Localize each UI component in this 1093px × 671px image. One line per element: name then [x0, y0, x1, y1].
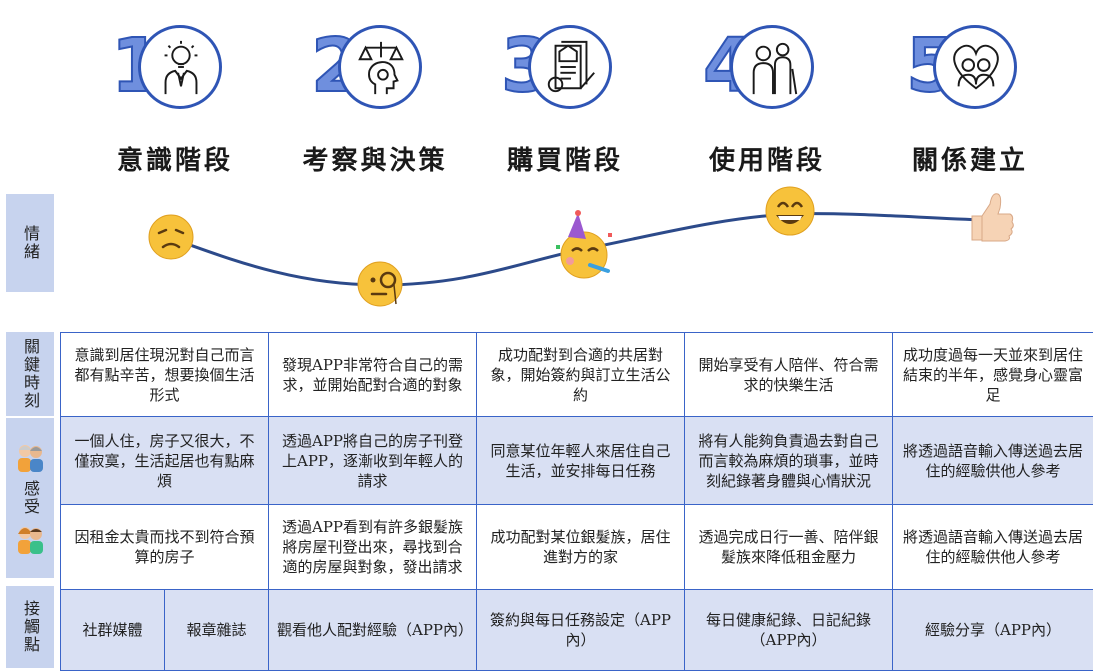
side-label-text: 感受: [20, 480, 40, 516]
table-row-key-moments: 意識到居住現況對自己而言都有點辛苦，想要換個生活形式 發現APP非常符合自己的需…: [61, 333, 1093, 417]
table-cell: 觀看他人配對經驗（APP內）: [269, 590, 477, 671]
table-cell: 將透過語音輸入傳送過去居住的經驗供他人參考: [893, 417, 1093, 505]
table-cell: 同意某位年輕人來居住自己生活，並安排每日任務: [477, 417, 685, 505]
emotion-journey: [0, 0, 1093, 320]
journey-table: 意識到居住現況對自己而言都有點辛苦，想要換個生活形式 發現APP非常符合自己的需…: [60, 332, 1093, 671]
table-cell: 一個人住，房子又很大，不僅寂寞，生活起居也有點麻煩: [61, 417, 269, 505]
thumbs-up-icon: [972, 194, 1013, 241]
table-row-touchpoints: 社群媒體 報章雜誌 觀看他人配對經驗（APP內） 簽約與每日任務設定（APP內）…: [61, 590, 1093, 671]
table-cell: 將有人能夠負責過去對自己而言較為麻煩的瑣事，並時刻紀錄著身體與心情狀況: [685, 417, 893, 505]
young-avatars-icon: [15, 524, 45, 554]
table-cell: 透過完成日行一善、陪伴銀髮族來降低租金壓力: [685, 505, 893, 590]
grinning-face-icon: [766, 187, 814, 235]
table-cell: 將透過語音輸入傳送過去居住的經驗供他人參考: [893, 505, 1093, 590]
table-cell: 因租金太貴而找不到符合預算的房子: [61, 505, 269, 590]
side-label-touchpoints: 接觸點: [6, 586, 54, 668]
side-label-emotion: 情緒: [6, 194, 54, 292]
side-label-text: 關鍵時刻: [20, 338, 40, 410]
table-cell: 意識到居住現況對自己而言都有點辛苦，想要換個生活形式: [61, 333, 269, 417]
table-cell: 經驗分享（APP內）: [893, 590, 1093, 671]
side-label-text: 接觸點: [20, 600, 40, 654]
table-cell: 每日健康紀錄、日記紀錄（APP內）: [685, 590, 893, 671]
table-cell: 成功配對到合適的共居對象，開始簽約與訂立生活公約: [477, 333, 685, 417]
table-cell: 成功度過每一天並來到居住結束的半年，感覺身心靈富足: [893, 333, 1093, 417]
side-label-text: 情緒: [20, 225, 40, 261]
side-label-key-moments: 關鍵時刻: [6, 332, 54, 416]
partying-face-icon: [556, 210, 612, 278]
elderly-avatars-icon: [15, 442, 45, 472]
side-label-feelings: 感受: [6, 418, 54, 578]
table-cell: 透過APP看到有許多銀髮族將房屋刊登出來，尋找到合適的房屋與對象，發出請求: [269, 505, 477, 590]
touchpoint-print-media: 報章雜誌: [165, 590, 268, 670]
table-cell: 開始享受有人陪伴、符合需求的快樂生活: [685, 333, 893, 417]
table-row-feelings-elderly: 一個人住，房子又很大，不僅寂寞，生活起居也有點麻煩 透過APP將自己的房子刊登上…: [61, 417, 1093, 505]
table-cell: 發現APP非常符合自己的需求，並開始配對合適的對象: [269, 333, 477, 417]
monocle-face-icon: [358, 262, 402, 306]
disappointed-face-icon: [149, 215, 193, 259]
table-cell-split: 社群媒體 報章雜誌: [61, 590, 269, 671]
table-cell: 簽約與每日任務設定（APP內）: [477, 590, 685, 671]
table-row-feelings-young: 因租金太貴而找不到符合預算的房子 透過APP看到有許多銀髮族將房屋刊登出來，尋找…: [61, 505, 1093, 590]
touchpoint-social-media: 社群媒體: [61, 590, 165, 670]
table-cell: 透過APP將自己的房子刊登上APP，逐漸收到年輕人的請求: [269, 417, 477, 505]
table-cell: 成功配對某位銀髮族，居住進對方的家: [477, 505, 685, 590]
